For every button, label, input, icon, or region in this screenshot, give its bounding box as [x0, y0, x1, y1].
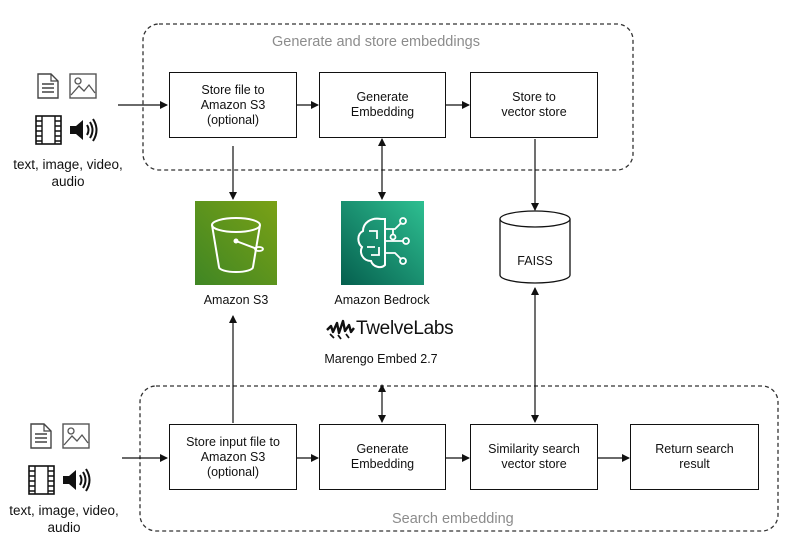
film-icon [28, 465, 55, 495]
group-generate-store [142, 23, 634, 171]
image-icon [62, 423, 90, 449]
faiss-label: FAISS [517, 254, 553, 268]
group-title-generate: Generate and store embeddings [272, 34, 480, 50]
database-icon [499, 210, 571, 284]
similarity-search-box: Similarity search vector store [470, 424, 598, 490]
store-input-file-box: Store input file to Amazon S3 (optional) [169, 424, 297, 490]
speaker-icon [61, 467, 91, 493]
twelvelabs-logo-icon [325, 318, 355, 340]
group-title-search: Search embedding [392, 511, 514, 527]
bedrock-label: Amazon Bedrock [334, 293, 430, 307]
film-icon [35, 115, 62, 145]
document-icon [37, 73, 59, 99]
marengo-label: Marengo Embed 2.7 [324, 352, 438, 366]
s3-label: Amazon S3 [203, 293, 269, 307]
store-vector-box: Store to vector store [470, 72, 598, 138]
store-file-box: Store file to Amazon S3 (optional) [169, 72, 297, 138]
bottom-input-label: text, image, video, audio [9, 503, 119, 535]
generate-embedding-box-2: Generate Embedding [319, 424, 446, 490]
speaker-icon [68, 117, 98, 143]
top-input-label: text, image, video, audio [13, 157, 123, 189]
document-icon [30, 423, 52, 449]
generate-embedding-box: Generate Embedding [319, 72, 446, 138]
return-result-box: Return search result [630, 424, 759, 490]
bucket-icon [195, 201, 277, 285]
twelvelabs-logo-text: TwelveLabs [356, 318, 454, 339]
image-icon [69, 73, 97, 99]
bedrock-brain-icon [341, 201, 424, 285]
